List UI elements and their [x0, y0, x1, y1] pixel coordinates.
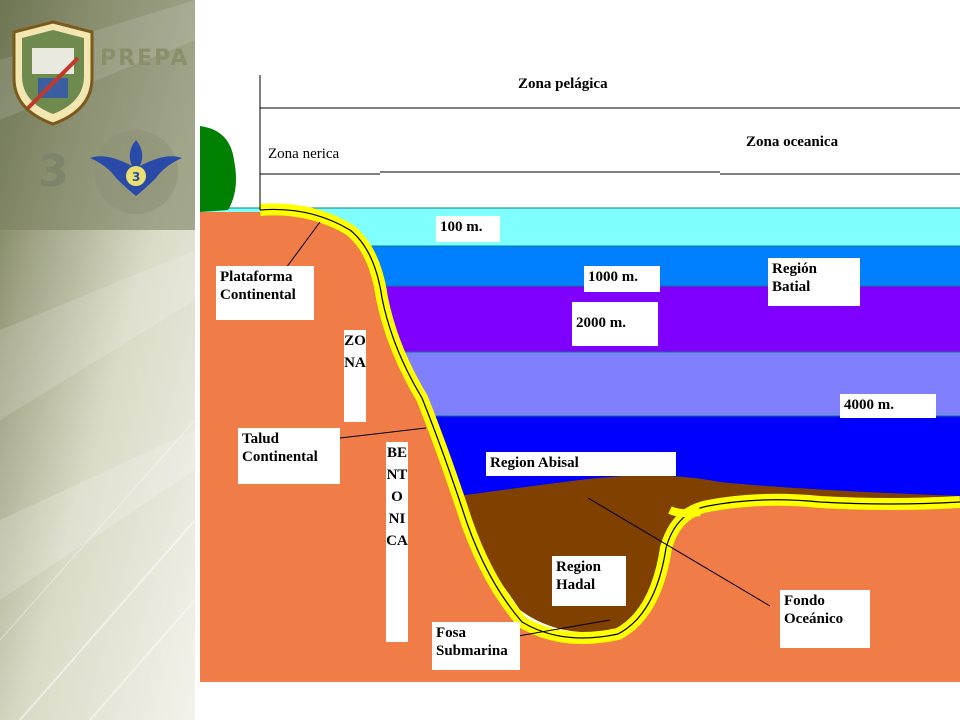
- svg-text:3: 3: [132, 170, 140, 184]
- zona-nerica-label: Zona nerica: [268, 146, 340, 162]
- zona-vertical-label: ZONA: [344, 330, 366, 422]
- sidebar: PREPA 3 3: [0, 0, 195, 720]
- fosa-submarina-label: Fosa Submarina: [432, 622, 520, 670]
- fondo-oceanico-label: Fondo Oceánico: [780, 590, 870, 648]
- region-hadal-label: Region Hadal: [552, 556, 626, 606]
- seabed-outline: [259, 208, 960, 639]
- zona-pelagica-label: Zona pelágica: [518, 76, 608, 92]
- sidebar-background: [0, 0, 195, 720]
- zona-oceanica-label: Zona oceanica: [746, 134, 839, 150]
- region-abisal-label: Region Abisal: [486, 452, 676, 476]
- depth-4000-label: 4000 m.: [840, 394, 936, 418]
- depth-2000-label: 2000 m.: [572, 302, 658, 346]
- region-batial-label: Región Batial: [768, 258, 860, 306]
- depth-1000-label: 1000 m.: [584, 266, 660, 292]
- school-shield-icon: [12, 20, 94, 126]
- depth-100-label: 100 m.: [436, 216, 500, 242]
- talud-continental-label: Talud Continental: [238, 428, 340, 484]
- plataforma-continental-label: Plataforma Continental: [216, 266, 314, 320]
- bentonica-vertical-label: BENTONICA: [386, 442, 408, 642]
- eagle-emblem-icon: 3: [90, 130, 182, 214]
- school-number: 3: [38, 146, 69, 197]
- brand-text: PREPA: [100, 46, 190, 71]
- tree-icon: [200, 126, 236, 212]
- ocean-zones-diagram: Zona pelágica Zona nerica Zona oceanica …: [200, 70, 960, 682]
